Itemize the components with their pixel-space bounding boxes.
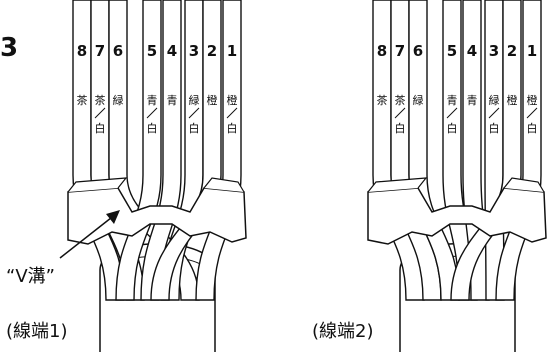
stripe-slash [226,107,238,119]
wire-color: 橙 [207,93,218,107]
clamp-top-face-right [203,177,245,193]
wire-number: 6 [113,42,123,60]
wire-number: 7 [95,42,105,60]
stripe-slash [188,107,200,119]
clamp-top-face-right [503,177,545,193]
wire-number: 2 [207,42,217,60]
wire-number: 1 [527,42,537,60]
stripe-slash [394,107,406,119]
wire-stripe: 白 [147,121,158,135]
panel-caption: (線端2) [312,321,374,342]
wire-number: 7 [395,42,405,60]
stripe-slash [488,107,500,119]
wire-stripe: 白 [447,121,458,135]
wire-holder-clamp [67,187,247,245]
wire-stripe: 白 [95,121,106,135]
wire-number: 4 [167,42,177,60]
stripe-slash [526,107,538,119]
wire-color: 橙 [507,93,518,107]
wire-stripe: 白 [527,121,538,135]
arrow-head-icon [106,210,120,224]
wire-color: 緑 [489,93,500,107]
clamp-top-face [367,177,428,193]
wire-color: 青 [167,94,178,107]
wire-number: 8 [377,42,387,60]
wire-color: 青 [447,94,458,107]
wire-color: 緑 [189,93,200,107]
panel-caption: (線端1) [6,321,68,342]
wire-color: 緑 [113,93,124,107]
wire-color: 茶 [77,94,88,107]
wire-stripe: 白 [227,121,238,135]
clamp-top-face [67,177,128,193]
wire-color: 茶 [95,94,106,107]
wire-number: 6 [413,42,423,60]
wire-color: 茶 [395,94,406,107]
wire-color: 緑 [413,93,424,107]
wire-holder-clamp [367,187,547,245]
wire-number: 5 [147,42,157,60]
v-groove-label: “V溝” [6,266,55,287]
wire-number: 8 [77,42,87,60]
wire-stripe: 白 [189,121,200,135]
wire-stripe: 白 [395,121,406,135]
step-number: 3 [0,33,18,63]
wire-stripe: 白 [489,121,500,135]
wire-color: 橙 [227,93,238,107]
wire-color: 茶 [377,94,388,107]
wire-number: 5 [447,42,457,60]
wire-number: 3 [489,42,499,60]
stripe-slash [446,107,458,119]
stripe-slash [94,107,106,119]
wire-color: 青 [467,94,478,107]
wire-number: 1 [227,42,237,60]
wire-color: 橙 [527,93,538,107]
stripe-slash [146,107,158,119]
wire-number: 3 [189,42,199,60]
v-groove-pointer [59,213,117,259]
wire-number: 4 [467,42,477,60]
wire-color: 青 [147,94,158,107]
wire-number: 2 [507,42,517,60]
